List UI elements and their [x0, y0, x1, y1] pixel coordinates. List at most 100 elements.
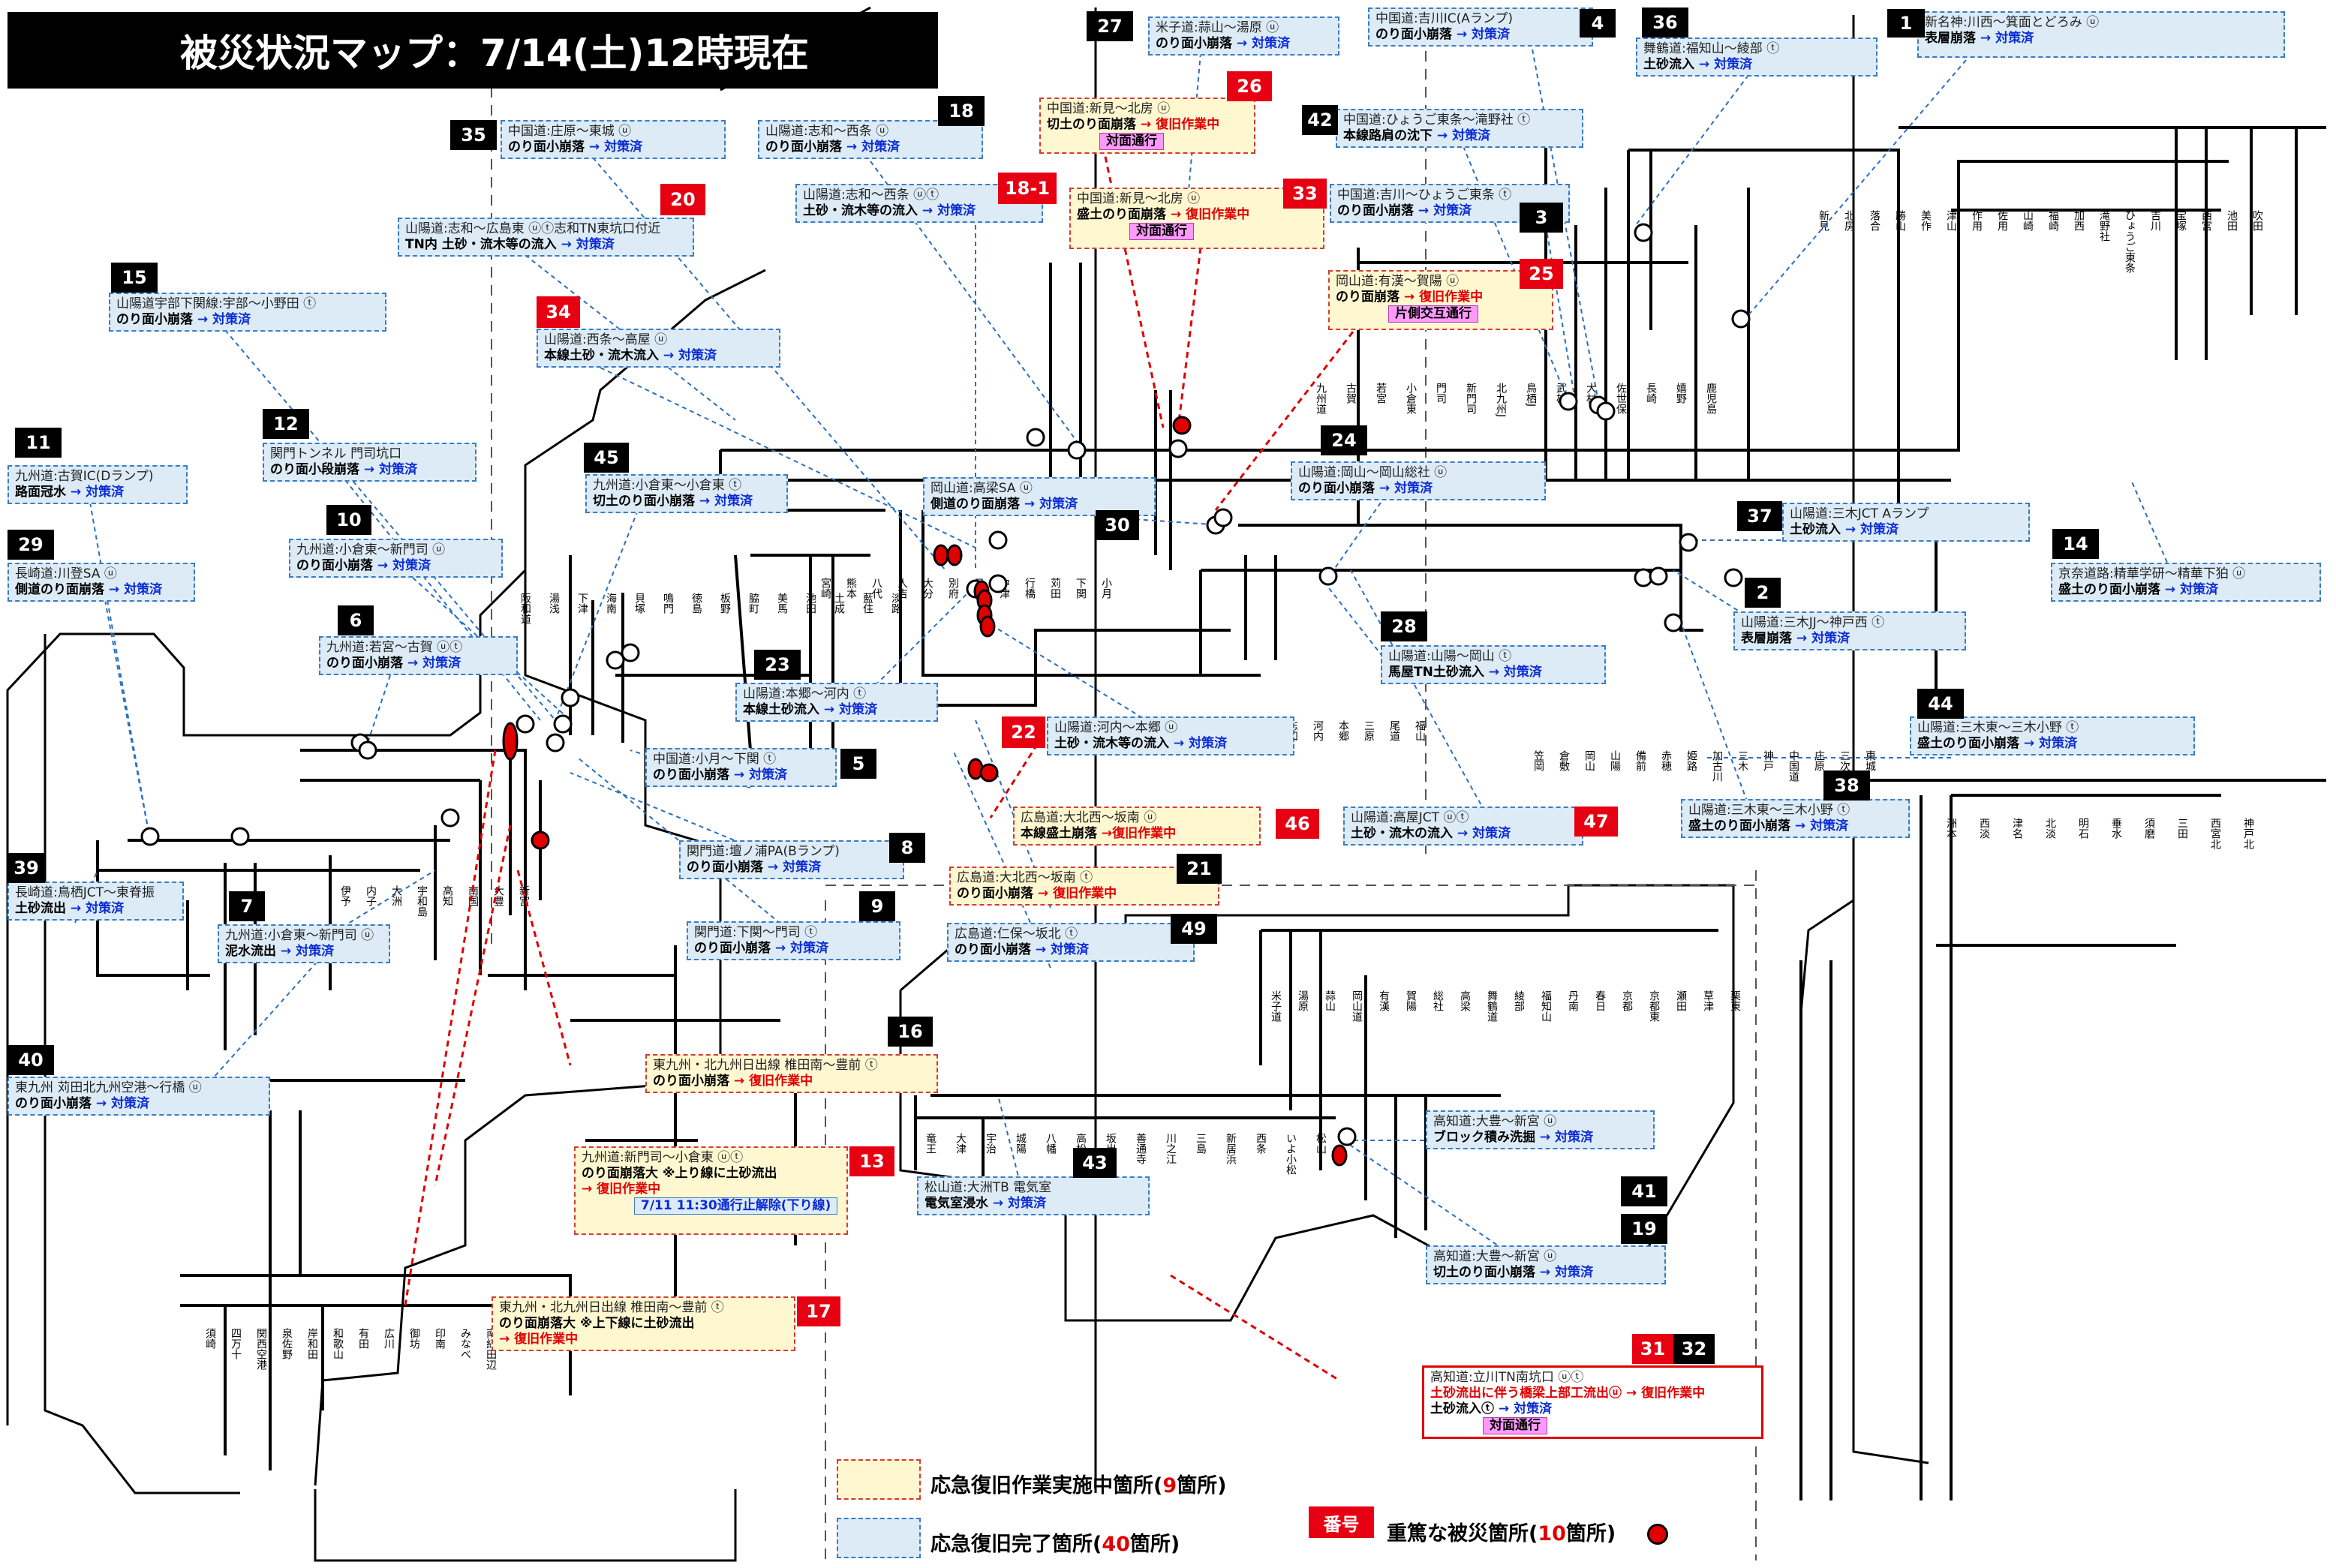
leader-line: [1748, 59, 1967, 316]
expressway-line: [899, 510, 1231, 707]
leader-line: [1350, 569, 1502, 841]
station-label: 苅田: [1049, 577, 1061, 599]
severe-damage-marker: [979, 763, 999, 782]
site-number-badge: 34: [537, 296, 580, 328]
station-label: 阪和道: [519, 593, 531, 625]
station-label: 九州道: [1315, 383, 1327, 415]
station-label: 舞鶴道: [1486, 990, 1498, 1023]
station-label: 広川: [383, 1328, 395, 1349]
site-number-badge: 14: [2052, 529, 2099, 559]
leader-line: [344, 479, 541, 721]
station-label: 笠岡: [1532, 750, 1544, 772]
station-label: 米子道: [1270, 990, 1282, 1023]
station-label: 土成: [833, 593, 845, 614]
site-number-badge: 37: [1737, 501, 1782, 531]
station-label: 北房: [1843, 210, 1855, 231]
station-label: 神戸北: [2242, 818, 2254, 850]
station-label: いよ小松: [1285, 1133, 1297, 1175]
leader-line: [1170, 1274, 1340, 1382]
legend-swatch: [837, 1459, 921, 1500]
leader-line: [1635, 74, 1749, 226]
station-label: 佐世保: [1615, 383, 1627, 414]
expressway-line: [488, 974, 677, 1020]
leader-line: [434, 825, 512, 1186]
station-label: 熊本: [845, 578, 857, 599]
station-label: 洲本: [1945, 818, 1957, 839]
station-label: 姫路: [1685, 750, 1697, 771]
station-label: 蒜山: [1324, 990, 1336, 1011]
station-label: 神戸: [1762, 750, 1774, 771]
site-number-badge: 35: [450, 120, 497, 150]
station-label: 有田: [357, 1328, 369, 1349]
station-label: 古賀: [1345, 383, 1357, 404]
station-label: 新見: [1817, 210, 1829, 232]
site-number-badge: 6: [338, 605, 374, 635]
site-number-badge: 44: [1917, 689, 1964, 719]
station-label: 下関: [1075, 578, 1087, 599]
station-label: 作用: [1971, 210, 1983, 232]
site-number-badge: 38: [1823, 770, 1870, 801]
site-number-badge: 20: [660, 184, 705, 215]
leader-line: [989, 734, 1045, 819]
station-label: 勝山: [1894, 210, 1906, 231]
leader-line: [412, 577, 571, 721]
severe-damage-marker: [1172, 416, 1192, 435]
station-label: 長崎: [1645, 383, 1657, 404]
leader-line: [187, 930, 346, 1107]
station-label: 貝塚: [633, 593, 645, 614]
station-label: 佐用: [1996, 210, 2008, 232]
station-label: 岡山道: [1351, 990, 1363, 1023]
leader-line: [600, 367, 976, 548]
site-number-badge: 33: [1283, 179, 1327, 209]
station-label: 別府: [947, 578, 959, 599]
site-number-badge: 42: [1302, 105, 1338, 135]
station-label: 津名: [2011, 818, 2023, 839]
leader-line: [367, 674, 391, 743]
map-frame-line: [314, 1489, 737, 1562]
legend-severe-marker: [1647, 1524, 1668, 1545]
station-label: 宝塚: [2175, 210, 2187, 231]
station-label: 加西: [2073, 210, 2085, 231]
severe-damage-marker: [933, 544, 949, 566]
map-frame-line: [6, 269, 766, 1425]
severe-damage-marker: [946, 544, 963, 566]
junction-marker: [988, 574, 1008, 593]
station-label: 大津: [955, 1133, 967, 1154]
site-number-badge: 12: [263, 409, 309, 439]
leader-line: [840, 584, 976, 721]
station-label: 淡路: [890, 593, 902, 614]
station-label: 門司: [1435, 383, 1447, 404]
station-label: 伊予: [339, 885, 351, 906]
junction-marker: [553, 714, 573, 734]
station-label: 鹿児島: [1705, 382, 1717, 414]
traffic-status-tag: 対面通行: [1099, 133, 1164, 150]
station-label: 高梁: [1459, 990, 1471, 1011]
station-label: 丹南: [1567, 990, 1579, 1011]
junction-marker: [440, 808, 460, 828]
site-number-badge: 23: [754, 650, 801, 680]
station-label: 福山: [1414, 720, 1426, 741]
site-number-badge: 31: [1632, 1334, 1673, 1364]
leader-line: [952, 749, 1051, 969]
station-label: 小倉東: [1405, 383, 1417, 414]
station-label: 西宮: [2200, 210, 2212, 231]
station-label: 倉敷: [1558, 750, 1570, 771]
site-number-badge: 9: [859, 891, 895, 921]
expressway-line: [921, 510, 1201, 677]
station-label: 西宮北: [2209, 818, 2221, 850]
junction-marker: [1067, 440, 1087, 460]
junction-marker: [546, 733, 565, 752]
junction-marker: [1168, 439, 1188, 458]
leader-line: [1177, 247, 1202, 428]
site-number-badge: 30: [1096, 510, 1139, 540]
junction-marker: [1213, 508, 1233, 527]
